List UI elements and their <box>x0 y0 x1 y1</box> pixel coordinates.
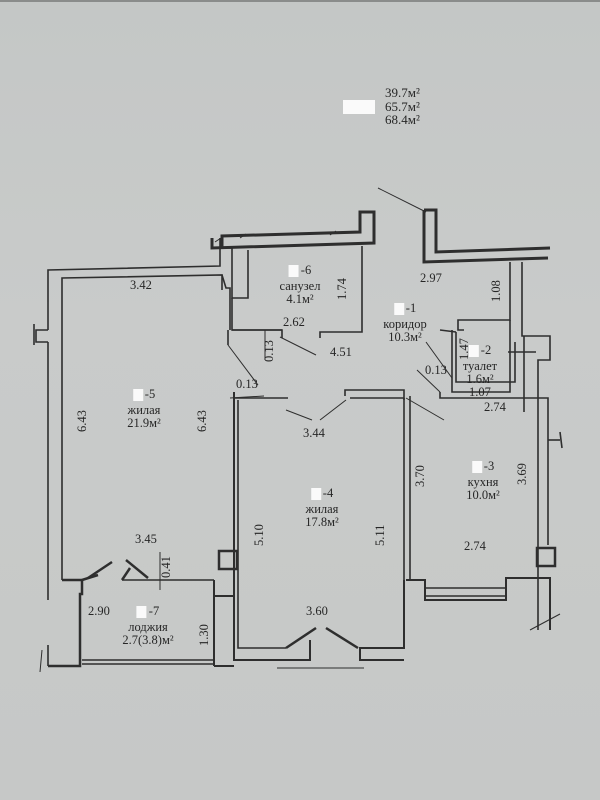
room-label-2: -2 туалет 1.6м² 1.07 <box>462 343 498 399</box>
room4-walls <box>217 389 405 669</box>
dim-corridor-length: 4.51 <box>330 345 352 359</box>
room-label-1: -1 коридор 10.3м² <box>383 301 427 344</box>
room6-walls <box>210 210 376 386</box>
dim-kitchen-top: 2.74 <box>484 400 506 414</box>
dim-room4-bottom: 3.60 <box>306 604 328 618</box>
dim-room5-top: 3.42 <box>130 278 152 292</box>
redacted-number <box>288 264 299 277</box>
room-label-3: -3 кухня 10.0м² <box>466 459 500 502</box>
dim-wall-b: 0.13 <box>236 377 258 391</box>
room-label-6: -6 санузел 4.1м² <box>279 263 321 306</box>
dim-loggia-left: 2.90 <box>88 604 110 618</box>
dim-room4-right: 5.11 <box>373 524 387 546</box>
room-label-4: -4 жилая 17.8м² <box>305 486 339 529</box>
redacted-number <box>132 388 143 401</box>
redacted-number <box>468 344 479 357</box>
room-label-5: -5 жилая 21.9м² <box>127 387 161 430</box>
dim-kitchen-right: 3.69 <box>515 463 529 485</box>
redacted-number <box>393 302 404 315</box>
redacted-number <box>310 487 321 500</box>
dim-corridor-right: 1.08 <box>489 280 503 302</box>
dim-room4-left: 5.10 <box>252 524 266 546</box>
dim-room5-bottom: 3.45 <box>135 532 157 546</box>
total-area-with-loggia: 68.4м² <box>385 112 420 127</box>
dim-room5-right: 6.43 <box>195 410 209 432</box>
dim-kitchen-bottom: 2.74 <box>464 539 486 553</box>
dim-room6-width: 2.62 <box>283 315 305 329</box>
redacted-number <box>471 460 482 473</box>
room7-walls <box>39 330 266 673</box>
dim-loggia-offset: 0.41 <box>159 556 173 578</box>
redacted-label <box>343 100 375 114</box>
dim-wall-c: 0.13 <box>425 363 447 377</box>
dim-room4-top: 3.44 <box>303 426 325 440</box>
room-label-7: -7 лоджия 2.7(3.8)м² <box>122 604 174 647</box>
dim-toilet-width: 1.07 <box>469 384 491 399</box>
dim-kitchen-left: 3.70 <box>413 465 427 487</box>
corridor-walls <box>377 187 551 630</box>
area-totals: 39.7м² 65.7м² 68.4м² <box>385 86 420 127</box>
redacted-number <box>136 605 147 618</box>
total-living-area: 39.7м² <box>385 85 420 100</box>
photo-edge <box>0 0 600 2</box>
total-area: 65.7м² <box>385 98 420 114</box>
room5-walls <box>33 238 231 600</box>
room2-walls <box>416 320 536 393</box>
dim-room5-left: 6.43 <box>75 410 89 432</box>
room3-walls <box>403 392 563 631</box>
dim-corridor-top: 2.97 <box>420 271 442 285</box>
dim-room6-height: 1.74 <box>335 278 349 300</box>
dim-wall-a: 0.13 <box>262 340 276 362</box>
dim-loggia-right: 1.30 <box>197 624 211 646</box>
